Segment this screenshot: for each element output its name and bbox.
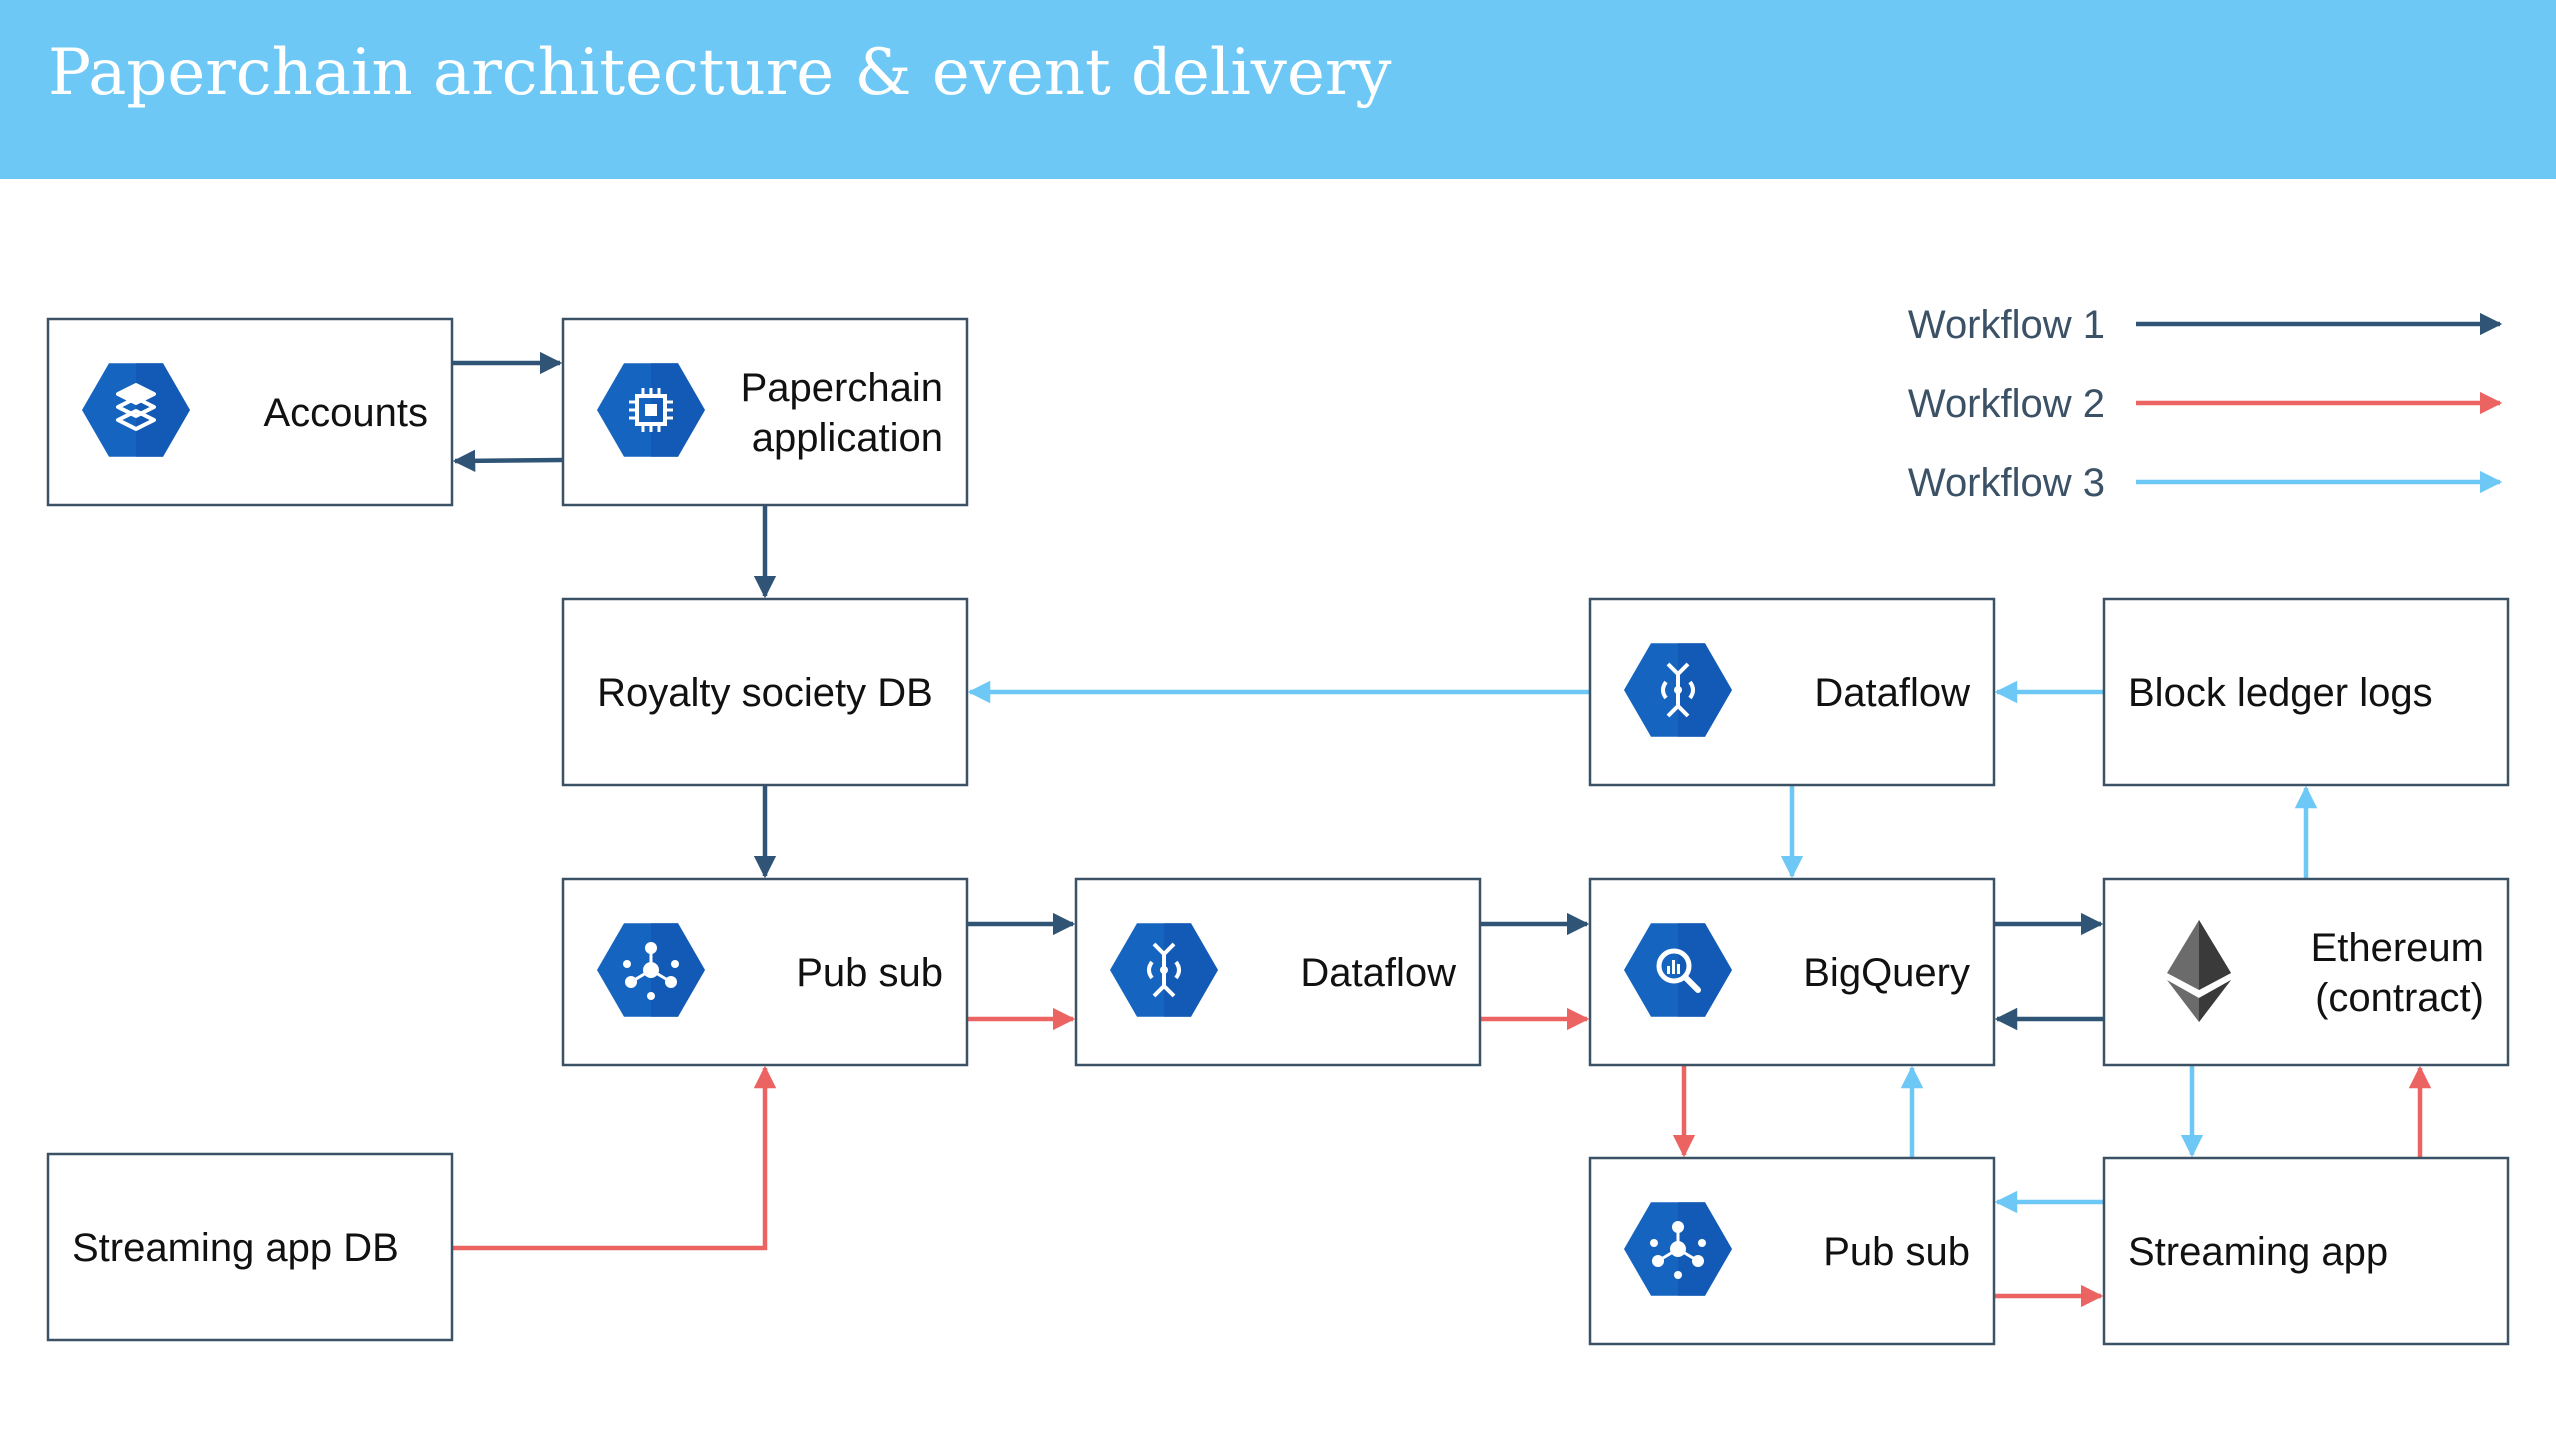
node-dataflow-main: Dataflow xyxy=(1074,877,1482,1067)
node-bigquery: BigQuery xyxy=(1588,877,1996,1067)
node-royalty-db: Royalty society DB xyxy=(561,597,969,787)
page-title: Paperchain architecture & event delivery xyxy=(48,36,1392,110)
dataflow-icon xyxy=(1624,643,1732,737)
node-label: Royalty society DB xyxy=(597,671,933,715)
ethereum-icon xyxy=(2167,920,2231,1022)
node-block-ledger: Block ledger logs xyxy=(2102,597,2510,787)
edges xyxy=(452,351,2432,1308)
node-pubsub-bottom: Pub sub xyxy=(1588,1156,1996,1346)
node-ethereum: Ethereum (contract) xyxy=(2102,877,2510,1067)
node-pubsub-main: Pub sub xyxy=(561,877,969,1067)
pubsub-icon xyxy=(597,923,705,1017)
node-label: Block ledger logs xyxy=(2128,671,2433,715)
node-label: Accounts xyxy=(263,391,428,435)
node-label: Dataflow xyxy=(1300,951,1456,995)
node-paperchain-app: Paperchain application xyxy=(561,317,969,507)
node-label: Dataflow xyxy=(1814,671,1970,715)
node-label: Pub sub xyxy=(796,951,943,995)
node-streaming-db: Streaming app DB xyxy=(46,1152,454,1342)
legend: Workflow 1 Workflow 2 Workflow 3 xyxy=(1908,303,2503,505)
node-accounts: Accounts xyxy=(46,317,454,507)
node-label: application xyxy=(752,416,943,460)
node-label: Streaming app DB xyxy=(72,1226,399,1270)
arrow-paperchain-app-to-accounts xyxy=(452,449,564,473)
legend-label: Workflow 3 xyxy=(1908,461,2105,505)
node-streaming-app: Streaming app xyxy=(2102,1156,2510,1346)
node-label: Pub sub xyxy=(1823,1230,1970,1274)
title-bar: Paperchain architecture & event delivery xyxy=(0,0,2556,179)
arrow-streaming-db-to-pubsub-main xyxy=(452,1065,777,1251)
legend-label: Workflow 1 xyxy=(1908,303,2105,347)
bigquery-icon xyxy=(1624,923,1732,1017)
node-dataflow-top: Dataflow xyxy=(1588,597,1996,787)
legend-label: Workflow 2 xyxy=(1908,382,2105,426)
compute-engine-icon xyxy=(597,363,705,457)
dataflow-icon xyxy=(1110,923,1218,1017)
node-label: Streaming app xyxy=(2128,1230,2388,1274)
pubsub-icon xyxy=(1624,1202,1732,1296)
node-label: BigQuery xyxy=(1803,951,1970,995)
datastore-icon xyxy=(82,363,190,457)
node-label: (contract) xyxy=(2315,976,2484,1020)
node-label: Ethereum xyxy=(2311,926,2484,970)
node-label: Paperchain xyxy=(741,366,943,410)
